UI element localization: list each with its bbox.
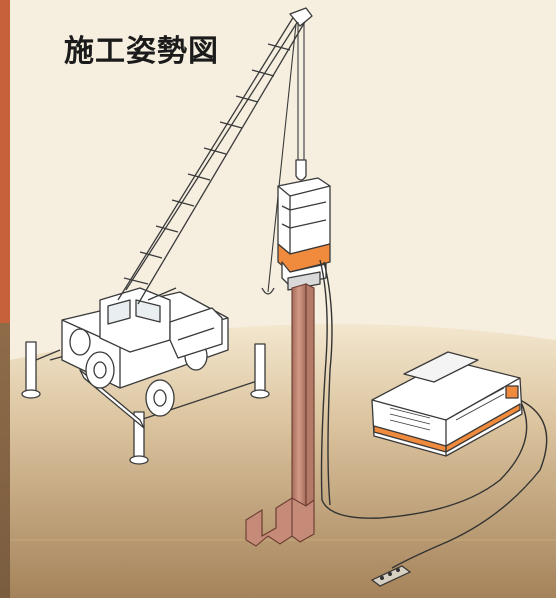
generator-orange-stripe-side <box>445 403 521 453</box>
power-cable-icon <box>319 259 548 569</box>
vibro-hammer-icon <box>277 177 331 291</box>
generator-icon <box>371 351 523 457</box>
control-box-icon <box>370 565 412 587</box>
diagram-title: 施工姿勢図 <box>64 34 219 69</box>
hammer-orange-band <box>277 243 331 273</box>
boom-tip <box>289 7 313 27</box>
crawler-crane-icon <box>21 7 313 465</box>
crane-boom <box>117 15 307 305</box>
pile-bottom-profile <box>245 497 315 547</box>
steel-sheet-pile-icon <box>245 283 315 547</box>
crane-hook <box>295 159 307 181</box>
left-edge-band <box>0 0 10 598</box>
hoist-ropes <box>267 22 305 293</box>
